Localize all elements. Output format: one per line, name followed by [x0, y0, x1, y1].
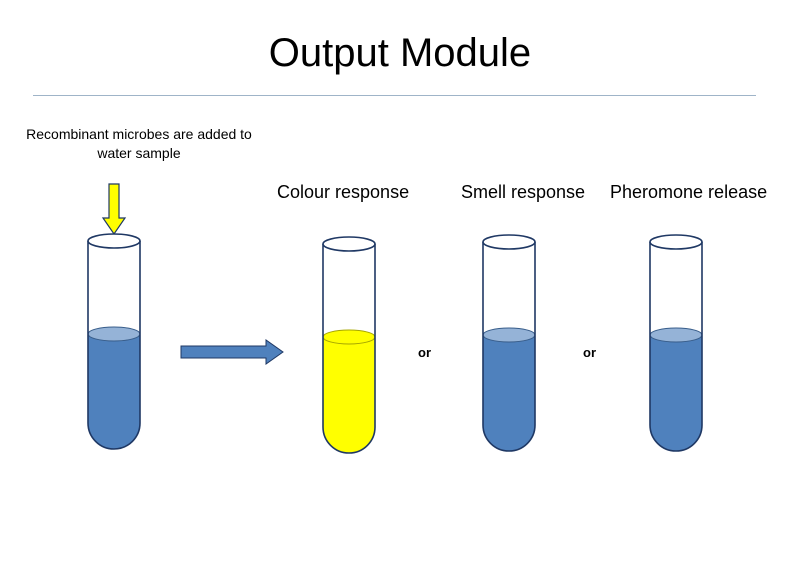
smell-response-label: Smell response [461, 182, 586, 202]
colour-response-label: Colour response [277, 182, 410, 202]
or-connector-2: or [583, 345, 596, 360]
blue-right-arrow [180, 339, 284, 365]
pheromone-release-liquid [650, 335, 702, 451]
smell-response-tube [482, 234, 536, 452]
sample-test-tube [87, 233, 141, 450]
pheromone-release-tube [649, 234, 703, 452]
page-title: Output Module [268, 31, 532, 75]
sample-liquid-surface [87, 326, 141, 342]
smell-response-liquid [483, 335, 535, 451]
pheromone-release-liquid-surface [649, 327, 703, 343]
colour-response-tube-rim [322, 236, 376, 252]
smell-response-liquid-surface [482, 327, 536, 343]
input-note: Recombinant microbes are added to water … [26, 126, 252, 161]
sample-liquid [88, 334, 140, 449]
pheromone-release-tube-rim [649, 234, 703, 250]
title-divider [33, 95, 756, 96]
yellow-down-arrow [101, 183, 127, 236]
colour-response-liquid [323, 337, 375, 453]
colour-response-liquid-surface [322, 329, 376, 345]
smell-response-tube-rim [482, 234, 536, 250]
or-connector-1: or [418, 345, 431, 360]
pheromone-release-label: Pheromone release [610, 182, 768, 202]
sample-tube-rim [87, 233, 141, 249]
colour-response-tube [322, 236, 376, 454]
